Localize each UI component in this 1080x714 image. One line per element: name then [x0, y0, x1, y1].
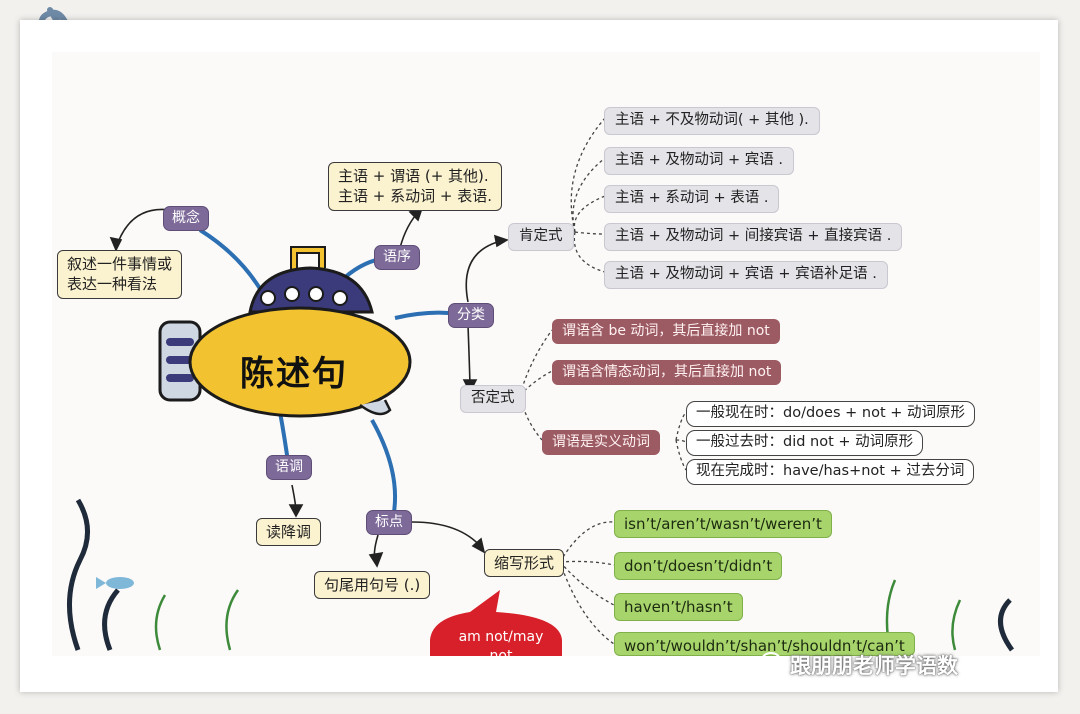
tense-past: 一般过去时：did not + 动词原形 [686, 430, 924, 456]
speech-bubble [430, 590, 562, 656]
tense-perfect: 现在完成时：have/has+not + 过去分词 [686, 459, 975, 485]
bubble-line-2: 没有缩写形式 [446, 666, 556, 674]
word-order-box: 主语 + 谓语 (+ 其他). 主语 + 系动词 + 表语. [328, 162, 502, 211]
concept-definition: 叙述一件事情或 表达一种看法 [57, 250, 183, 299]
negative-item-be: 谓语含 be 动词，其后直接加 not [552, 319, 780, 344]
falling-tone-box: 读降调 [256, 518, 322, 547]
center-title: 陈述句 [240, 354, 348, 394]
word-order-line-1: 主语 + 谓语 (+ 其他). [338, 167, 489, 185]
period-box: 句尾用句号 (.) [314, 571, 431, 600]
branch-intonation: 语调 [266, 455, 312, 480]
affirmative-item-5: 主语 + 及物动词 + 宾语 + 宾语补足语 . [604, 261, 888, 289]
wechat-icon [761, 652, 787, 672]
concept-line-1: 叙述一件事情或 [67, 255, 173, 273]
branch-punctuation: 标点 [366, 510, 412, 535]
branch-classification: 分类 [448, 303, 494, 328]
concept-line-2: 表达一种看法 [67, 275, 158, 294]
negative-item-main-verb: 谓语是实义动词 [542, 430, 660, 455]
contraction-item-3: haven’t/hasn’t [614, 593, 743, 622]
contraction-item-1: isn’t/aren’t/wasn’t/weren’t [614, 510, 832, 539]
affirmative-item-1: 主语 + 不及物动词( + 其他 ). [604, 107, 820, 135]
affirmative-item-4: 主语 + 及物动词 + 间接宾语 + 直接宾语 . [604, 223, 903, 251]
affirmative-item-3: 主语 + 系动词 + 表语 . [604, 185, 780, 213]
branch-concept: 概念 [163, 206, 209, 231]
tense-present: 一般现在时：do/does + not + 动词原形 [686, 401, 975, 427]
affirmative-label: 肯定式 [508, 223, 574, 251]
connector-lines [67, 117, 1015, 656]
contraction-label: 缩写形式 [484, 549, 565, 578]
branch-word-order: 语序 [374, 245, 420, 270]
contraction-item-2: don’t/doesn’t/didn’t [614, 552, 783, 581]
word-order-line-2: 主语 + 系动词 + 表语. [338, 187, 492, 206]
watermark: 跟朋朋老师学语数 [790, 654, 958, 678]
negative-label: 否定式 [460, 385, 526, 413]
affirmative-item-2: 主语 + 及物动词 + 宾语 . [604, 147, 794, 175]
submarine-icon [158, 246, 412, 418]
seaweed-icon [67, 498, 1015, 652]
fish-icon [96, 577, 134, 589]
negative-item-modal: 谓语含情态动词，其后直接加 not [552, 360, 782, 385]
bubble-note: am not/may not 没有缩写形式 [446, 628, 556, 674]
bubble-line-1: am not/may not [458, 629, 544, 664]
